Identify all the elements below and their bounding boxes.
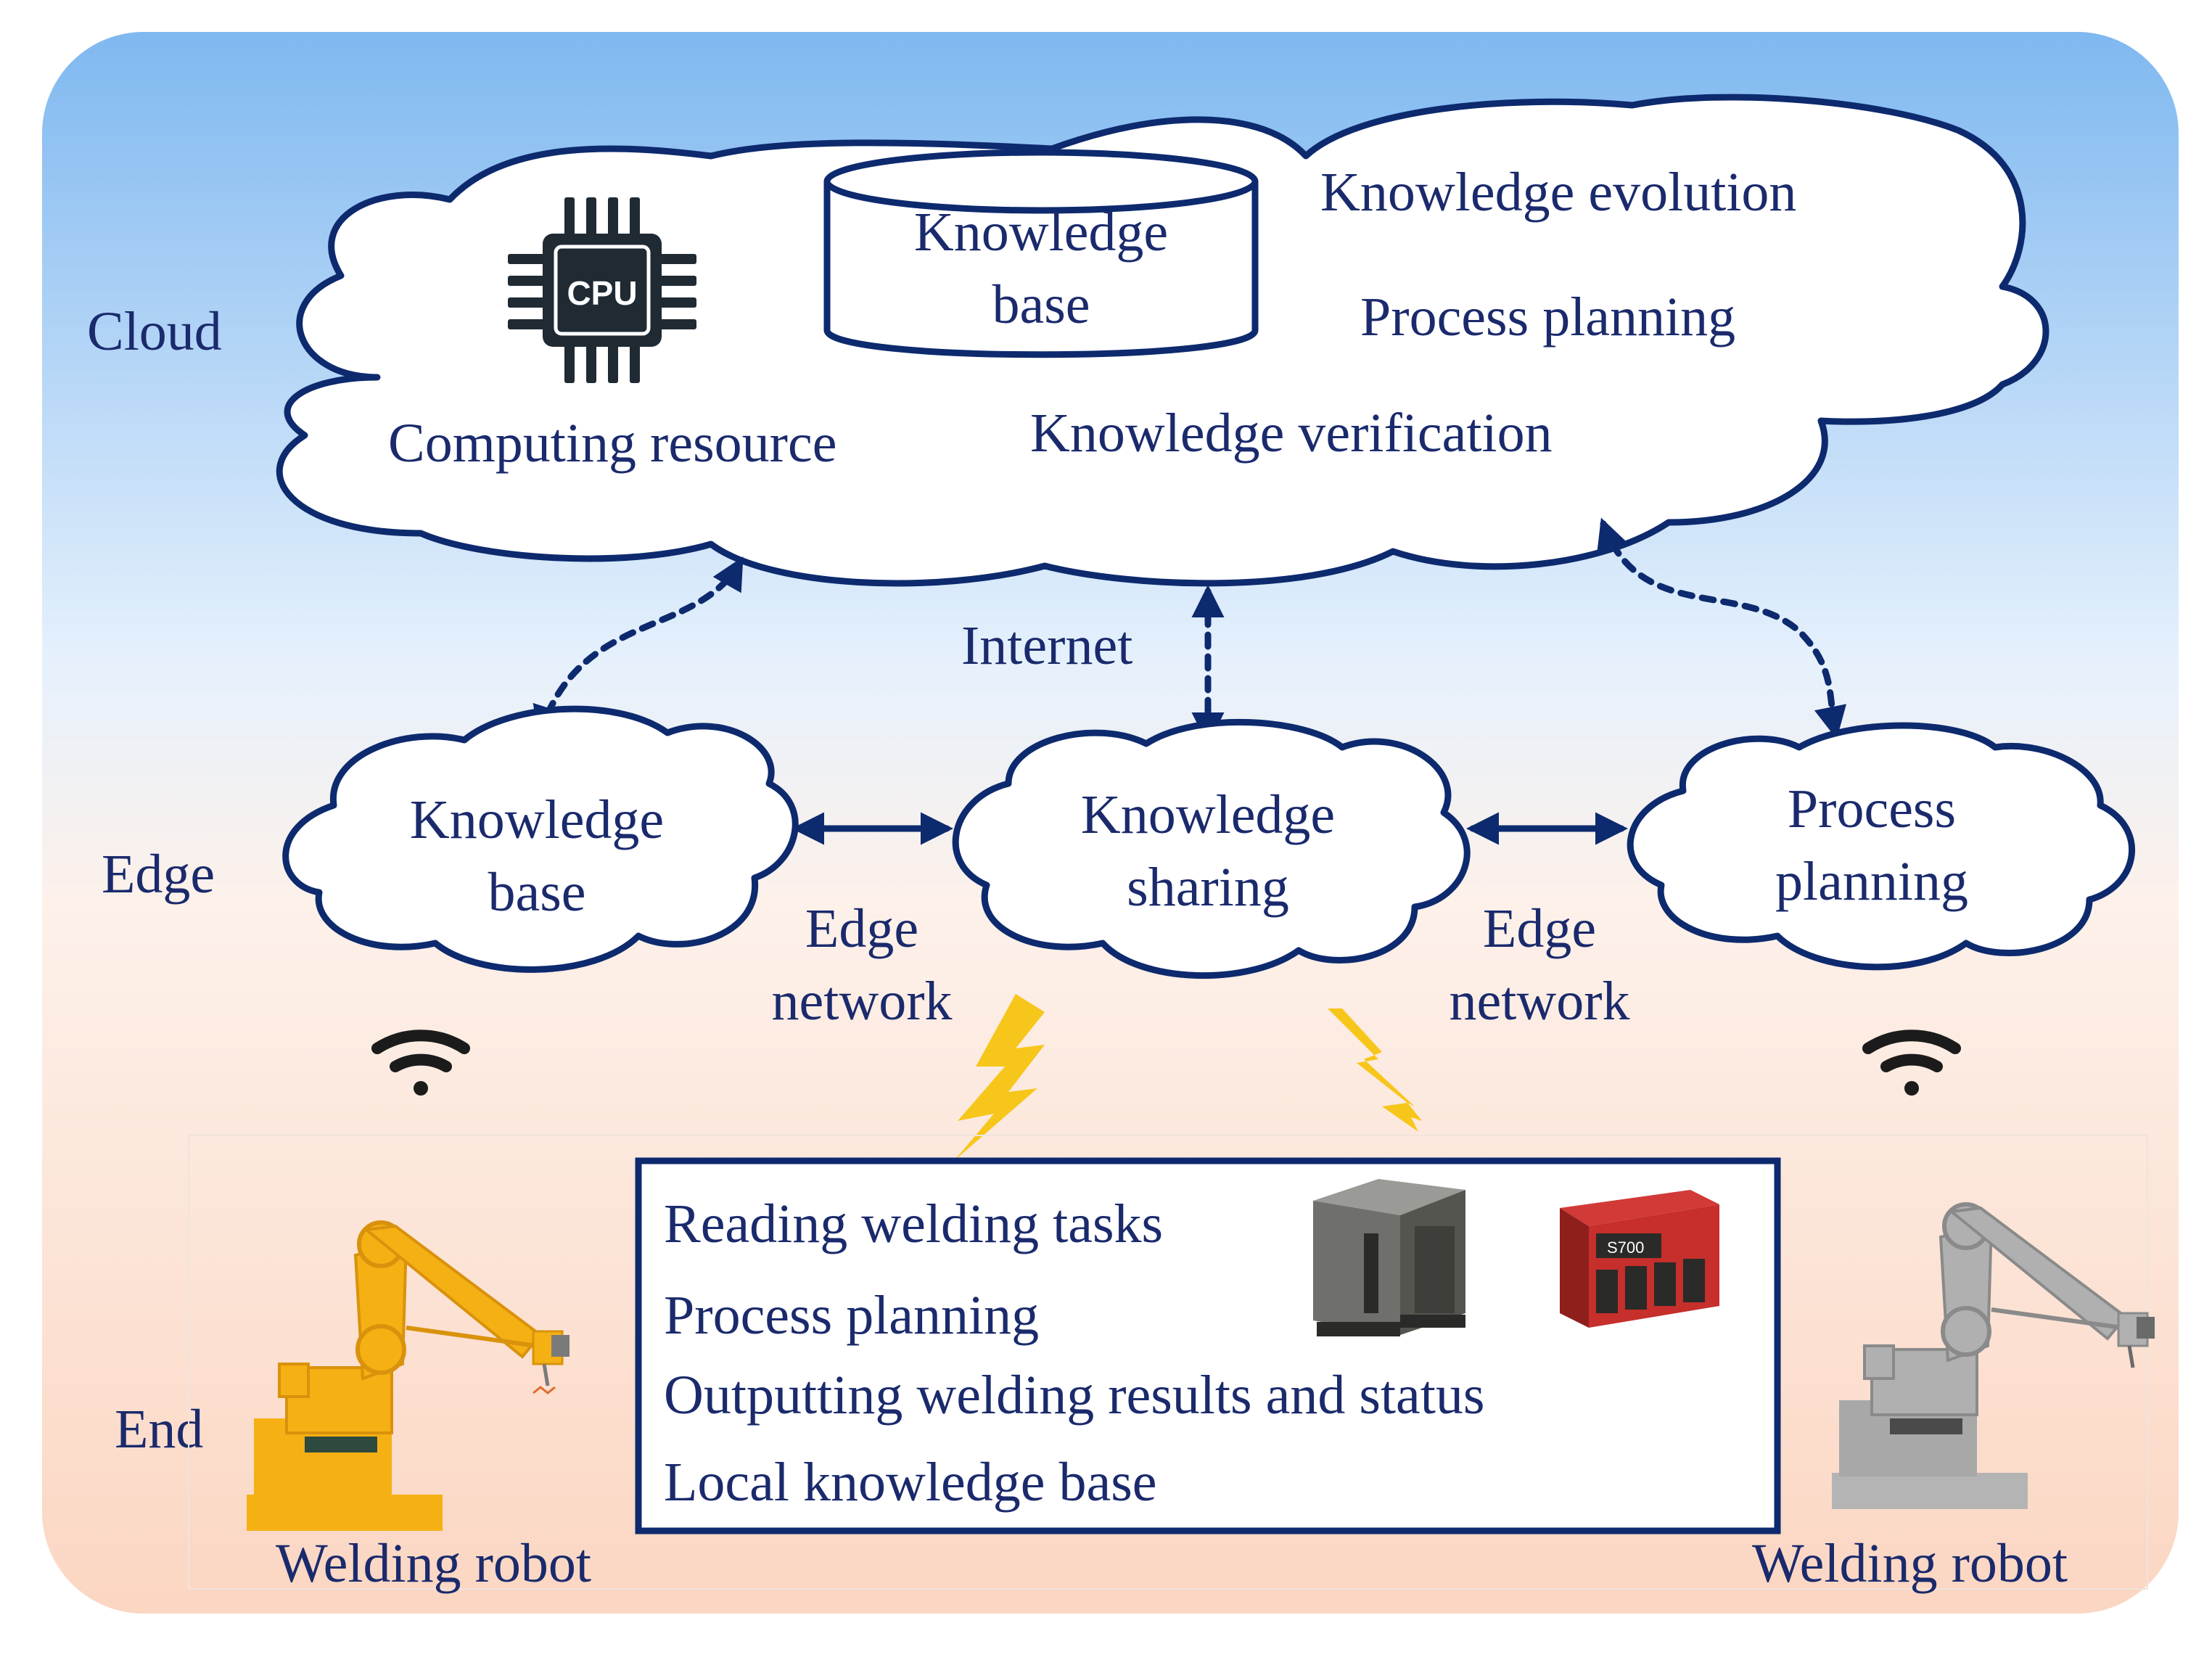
wifi-icon-right (1862, 1030, 1961, 1096)
arrow-cloud-to-edge-right (1597, 517, 1847, 739)
edge-kb-line1: Knowledge (410, 789, 664, 850)
cloud-knowledge-verification: Knowledge verification (1030, 403, 1553, 464)
edge-planning-line1: Process (1788, 778, 1956, 839)
lightning-icon-left (954, 994, 1045, 1161)
cpu-label: CPU (567, 274, 637, 312)
edge-planning-line2: planning (1775, 851, 1968, 912)
cloud-knowledge-evolution: Knowledge evolution (1320, 162, 1796, 223)
wifi-icon-left (371, 1030, 470, 1096)
internet-links (533, 517, 1847, 745)
cloud-layer: CPU Knowledge base Knowledge evolution P… (276, 94, 2049, 587)
end-item-3: Local knowledge base (664, 1452, 1157, 1513)
cpu-icon: CPU (508, 197, 696, 383)
cloud-kb-line1: Knowledge (914, 202, 1168, 263)
edge-network-right-line2: network (1449, 971, 1629, 1032)
edge-network-left-line2: network (771, 971, 952, 1032)
edge-kb-line2: base (488, 862, 585, 923)
arrow-cloud-to-edge-left (533, 556, 744, 739)
edge-cloud-process-planning (1627, 722, 2135, 971)
edge-cloud-knowledge-base (282, 705, 799, 973)
edge-sharing-line2: sharing (1127, 857, 1289, 918)
welding-controller-icon (1313, 1179, 1465, 1336)
layer-label-cloud: Cloud (87, 301, 222, 362)
edge-layer: Knowledge base Knowledge sharing Process… (282, 705, 2135, 1032)
end-device-box: Reading welding tasks Process planning O… (635, 1157, 1781, 1534)
edge-network-right-line1: Edge (1483, 898, 1596, 959)
welder-badge: S700 (1607, 1238, 1644, 1257)
welding-robot-icon-left (247, 1220, 570, 1531)
end-layer-frame (188, 1135, 2148, 1590)
end-item-2: Outputting welding results and status (664, 1365, 1484, 1426)
robot-label-left: Welding robot (276, 1533, 591, 1594)
cloud-kb-line2: base (992, 274, 1090, 335)
edge-cloud-knowledge-sharing (952, 718, 1471, 979)
cloud-process-planning: Process planning (1360, 287, 1735, 348)
internet-label: Internet (961, 615, 1132, 676)
robot-label-right: Welding robot (1752, 1533, 2068, 1594)
welding-machine-icon: S700 (1560, 1190, 1719, 1328)
edge-sharing-line1: Knowledge (1081, 784, 1335, 845)
end-item-1: Process planning (664, 1285, 1039, 1346)
lightning-icon-right (1328, 1008, 1422, 1132)
welding-robot-icon-right (1832, 1202, 2155, 1509)
layer-label-edge: Edge (102, 844, 215, 905)
end-item-0: Reading welding tasks (664, 1193, 1163, 1254)
layer-label-end: End (115, 1399, 203, 1460)
cloud-knowledge-base-cylinder: Knowledge base (823, 149, 1259, 358)
cloud-computing-resource: Computing resource (388, 413, 836, 474)
edge-network-left-line1: Edge (805, 898, 918, 959)
